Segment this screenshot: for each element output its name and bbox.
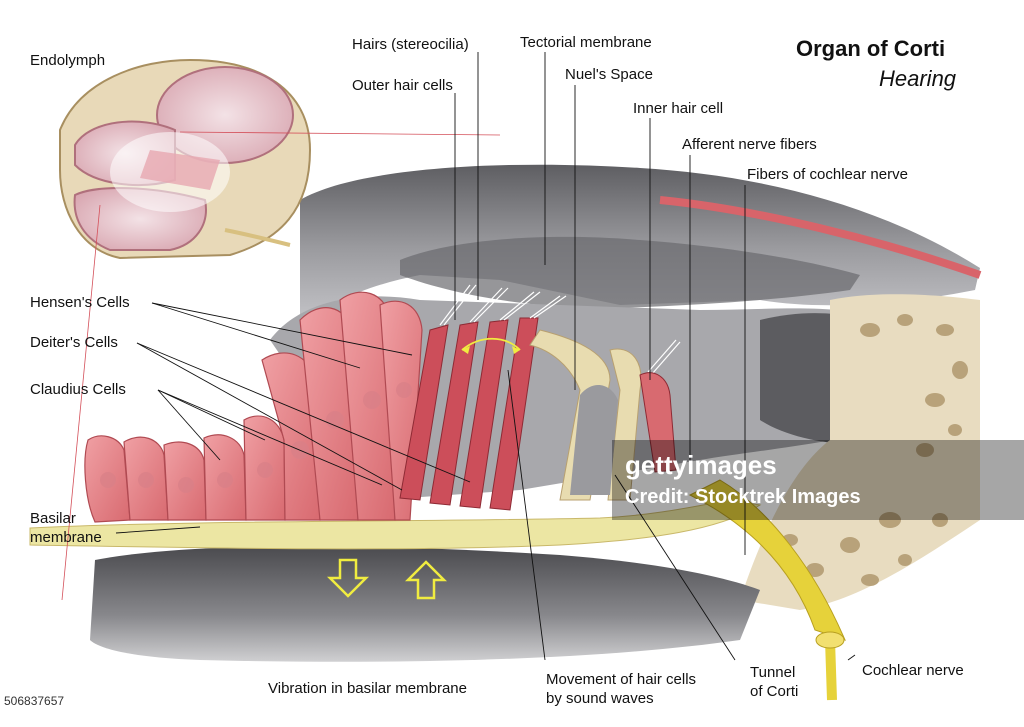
label-movement-line2: by sound waves [546, 690, 654, 707]
watermark-band [612, 440, 1024, 520]
label-tunnel-line2: of Corti [750, 683, 799, 700]
cochlea-inset [59, 58, 312, 260]
watermark-credit: Credit: Stocktrek Images [625, 486, 861, 508]
inset-pointer-line-2 [61, 204, 101, 601]
label-hensens-cells: Hensen's Cells [30, 294, 130, 311]
label-deiters-cells: Deiter's Cells [30, 334, 118, 351]
cell-nuclei [100, 382, 412, 493]
label-fibers-cochlear-nerve: Fibers of cochlear nerve [747, 166, 908, 183]
movement-arrow [461, 337, 521, 351]
inner-hair-cell [639, 372, 677, 473]
label-cochlear-nerve: Cochlear nerve [862, 662, 964, 679]
image-id: 506837657 [4, 694, 65, 708]
label-nuels-space: Nuel's Space [565, 66, 653, 83]
label-tunnel-line1: Tunnel [750, 664, 796, 681]
label-hairs: Hairs (stereocilia) [352, 36, 469, 53]
nerve-cross-section [815, 631, 845, 649]
label-inner-hair-cell: Inner hair cell [633, 100, 724, 117]
watermark-brand: gettyimages [625, 450, 777, 480]
label-basilar-line2: membrane [30, 529, 102, 546]
inner-pillar [607, 348, 642, 501]
label-basilar-line1: Basilar [30, 510, 76, 527]
diagram-subtitle: Hearing [879, 66, 957, 91]
diagram-title: Organ of Corti [796, 36, 946, 61]
cochlear-nerve-bundle [688, 479, 846, 641]
inset-pointer-line [179, 131, 501, 136]
leader-lines [115, 52, 856, 661]
bone-pores [782, 314, 968, 586]
label-afferent-nerve-fibers: Afferent nerve fibers [682, 136, 817, 153]
label-endolymph: Endolymph [30, 52, 106, 69]
label-outer-hair-cells: Outer hair cells [352, 77, 453, 94]
tunnel-of-corti [570, 384, 618, 495]
vibration-arrows [326, 558, 448, 600]
lower-tissue [90, 546, 760, 662]
reissner-membrane [659, 196, 982, 279]
bony-spiral-lamina [740, 294, 980, 610]
label-tectorial-membrane: Tectorial membrane [520, 34, 652, 51]
label-claudius-cells: Claudius Cells [30, 381, 126, 398]
label-vibration: Vibration in basilar membrane [268, 680, 467, 697]
label-movement-line1: Movement of hair cells [546, 671, 697, 688]
